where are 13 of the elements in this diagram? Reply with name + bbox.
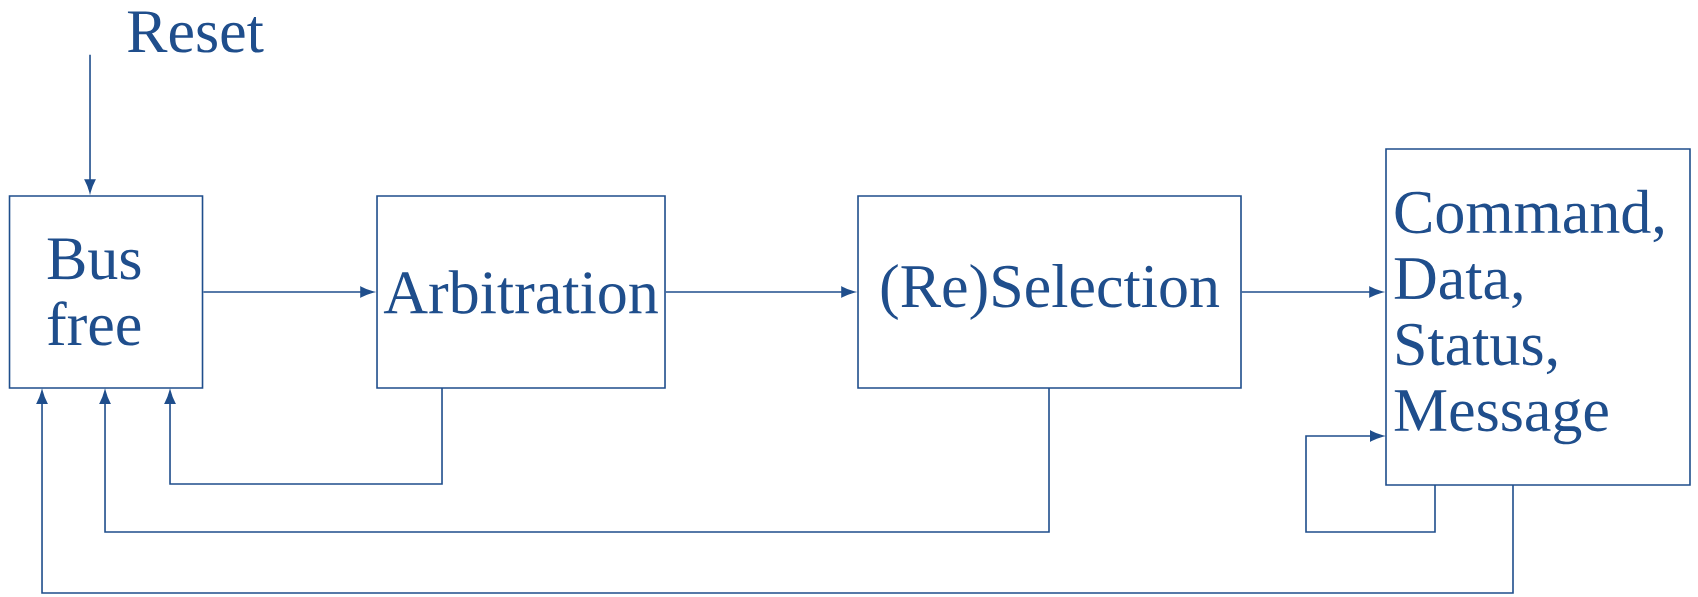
arrow bbox=[84, 54, 96, 193]
arrow bbox=[665, 286, 855, 298]
state-box: Bus free bbox=[8, 195, 204, 389]
arrow bbox=[164, 387, 443, 485]
arrow bbox=[1305, 430, 1436, 533]
arrow bbox=[99, 387, 1050, 533]
state-label: Reset bbox=[127, 11, 264, 53]
arrow bbox=[202, 286, 374, 298]
state-box: Command, Data, Status, Message bbox=[1385, 148, 1691, 486]
state-box: (Re)Selection bbox=[857, 195, 1242, 389]
arrow bbox=[36, 390, 1514, 594]
state-box: Arbitration bbox=[376, 195, 666, 389]
arrow bbox=[1241, 286, 1383, 298]
